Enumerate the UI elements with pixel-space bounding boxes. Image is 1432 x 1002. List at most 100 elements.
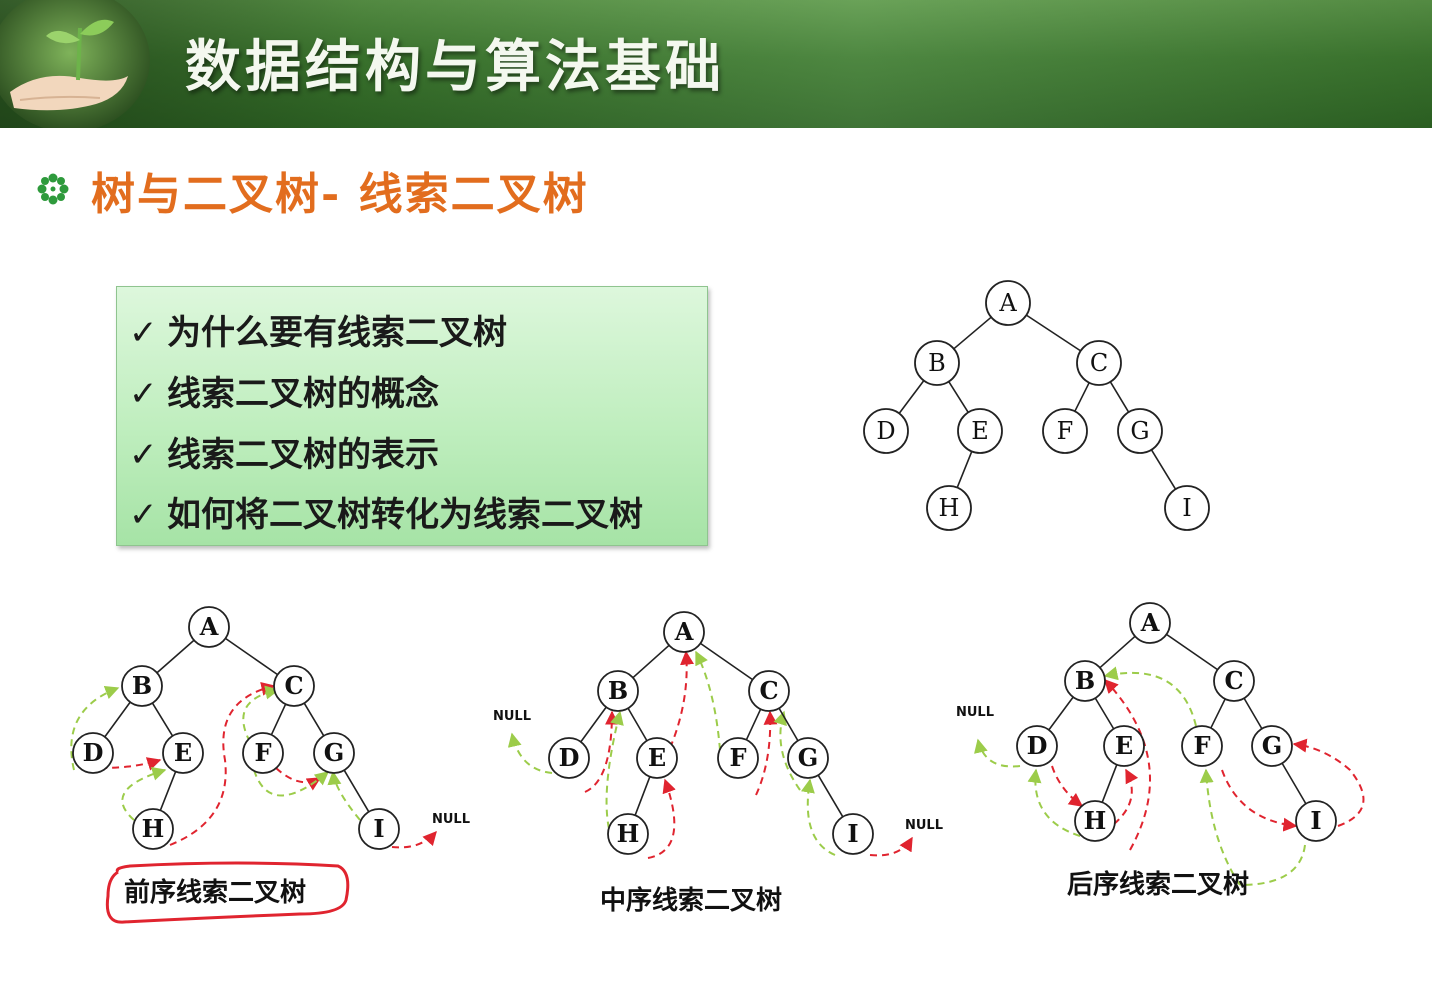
tree-node [242,732,284,774]
tree-node-label: A [199,612,219,641]
tree-node-label: G [798,743,819,772]
tree-node [162,732,204,774]
tree-node [832,813,874,855]
tree-node-label: G [1262,731,1283,760]
check-icon: ✓ [129,313,158,353]
tree-node [787,737,829,779]
tree-edge [699,642,754,681]
tree-node [1251,725,1293,767]
tree-node-label: G [1130,417,1149,445]
tree-node [1042,408,1088,454]
topic-text: 为什么要有线索二叉树 [167,313,507,353]
tree-node-label: I [1182,494,1191,522]
tree-edge [817,774,844,818]
tree-edge [159,771,177,811]
tree-edge [1048,696,1074,731]
tree-node-label: H [142,814,165,843]
tree-edge [1109,381,1130,413]
tree-node [1117,408,1163,454]
topic-item: ✓线索二叉树的概念 [129,366,439,416]
postorder-caption: 后序线索二叉树 [1067,870,1250,900]
section-title: 树与二叉树- 线索二叉树 [91,169,589,220]
null-label: NULL [493,709,531,724]
tree-node-label: E [971,417,989,445]
tree-node [121,665,163,707]
tree-node [313,732,355,774]
tree-node [1016,725,1058,767]
topic-text: 如何将二叉树转化为线索二叉树 [167,495,643,535]
tree-node [132,808,174,850]
tree-edge [956,451,973,488]
tree-node-label: C [1224,666,1243,695]
tree-edge [778,707,799,742]
tree-node-label: C [284,671,303,700]
inorder-threads [507,650,913,859]
tree-node [597,670,639,712]
tree-edge [1101,764,1118,803]
tree-node-label: D [83,738,104,767]
tree-edge [1150,449,1177,490]
tree-node-label: D [559,743,580,772]
tree-node-label: B [1075,666,1095,695]
tree-node-label: F [729,743,746,772]
tree-node-label: H [617,819,640,848]
tree-edge [1025,314,1082,352]
tree-node [926,485,972,531]
tree-edge [953,316,992,350]
tree-node-label: I [1310,806,1321,835]
tree-node [1129,602,1171,644]
tree-node [607,813,649,855]
tree-node [188,606,230,648]
inorder-caption: 中序线索二叉树 [600,886,783,916]
null-label: NULL [905,818,943,833]
tree-node-label: B [928,349,946,377]
tree-node [72,732,114,774]
tree-node [1064,660,1106,702]
tree-node [1164,485,1210,531]
null-label: NULL [432,812,470,827]
tree-edge [745,708,762,741]
tree-node-label: D [876,417,895,445]
tree-edge [104,701,131,738]
topic-text: 线索二叉树的概念 [167,374,439,414]
tree-edge [580,706,607,743]
tree-edge [1099,635,1136,669]
tree-node [636,737,678,779]
tree-edge [1210,698,1226,729]
tree-node [1076,340,1122,386]
check-icon: ✓ [129,435,158,475]
tree-node [1074,800,1116,842]
tree-node [863,408,909,454]
tree-edge [1281,762,1307,805]
preorder-caption: 前序线索二叉树 [124,878,307,908]
tree-node-label: H [939,494,960,522]
topic-item: ✓线索二叉树的表示 [129,427,439,477]
tree-edge [151,702,174,737]
tree-node-label: C [759,676,778,705]
tree-node [358,808,400,850]
tree-edge [224,637,279,676]
postorder-threads [974,666,1365,886]
tree-node-label: G [324,738,345,767]
topic-item: ✓如何将二叉树转化为线索二叉树 [129,487,643,537]
sprout-hands-logo [0,0,150,128]
tree-node-label: B [132,671,152,700]
tree-edge [1243,697,1263,730]
tree-edge [303,702,325,737]
caption-highlight-ellipse [105,861,350,924]
null-label: NULL [956,705,994,720]
tree-node-label: I [373,814,384,843]
tree-edge [627,707,648,742]
tree-node [663,611,705,653]
tree-edge [1166,633,1218,671]
tree-node-label: C [1090,349,1108,377]
tree-node-label: F [1057,417,1074,445]
tree-node-label: A [998,289,1017,317]
check-icon: ✓ [129,374,158,414]
tree-node [1295,800,1337,842]
tree-node [985,280,1031,326]
check-icon: ✓ [129,495,158,535]
